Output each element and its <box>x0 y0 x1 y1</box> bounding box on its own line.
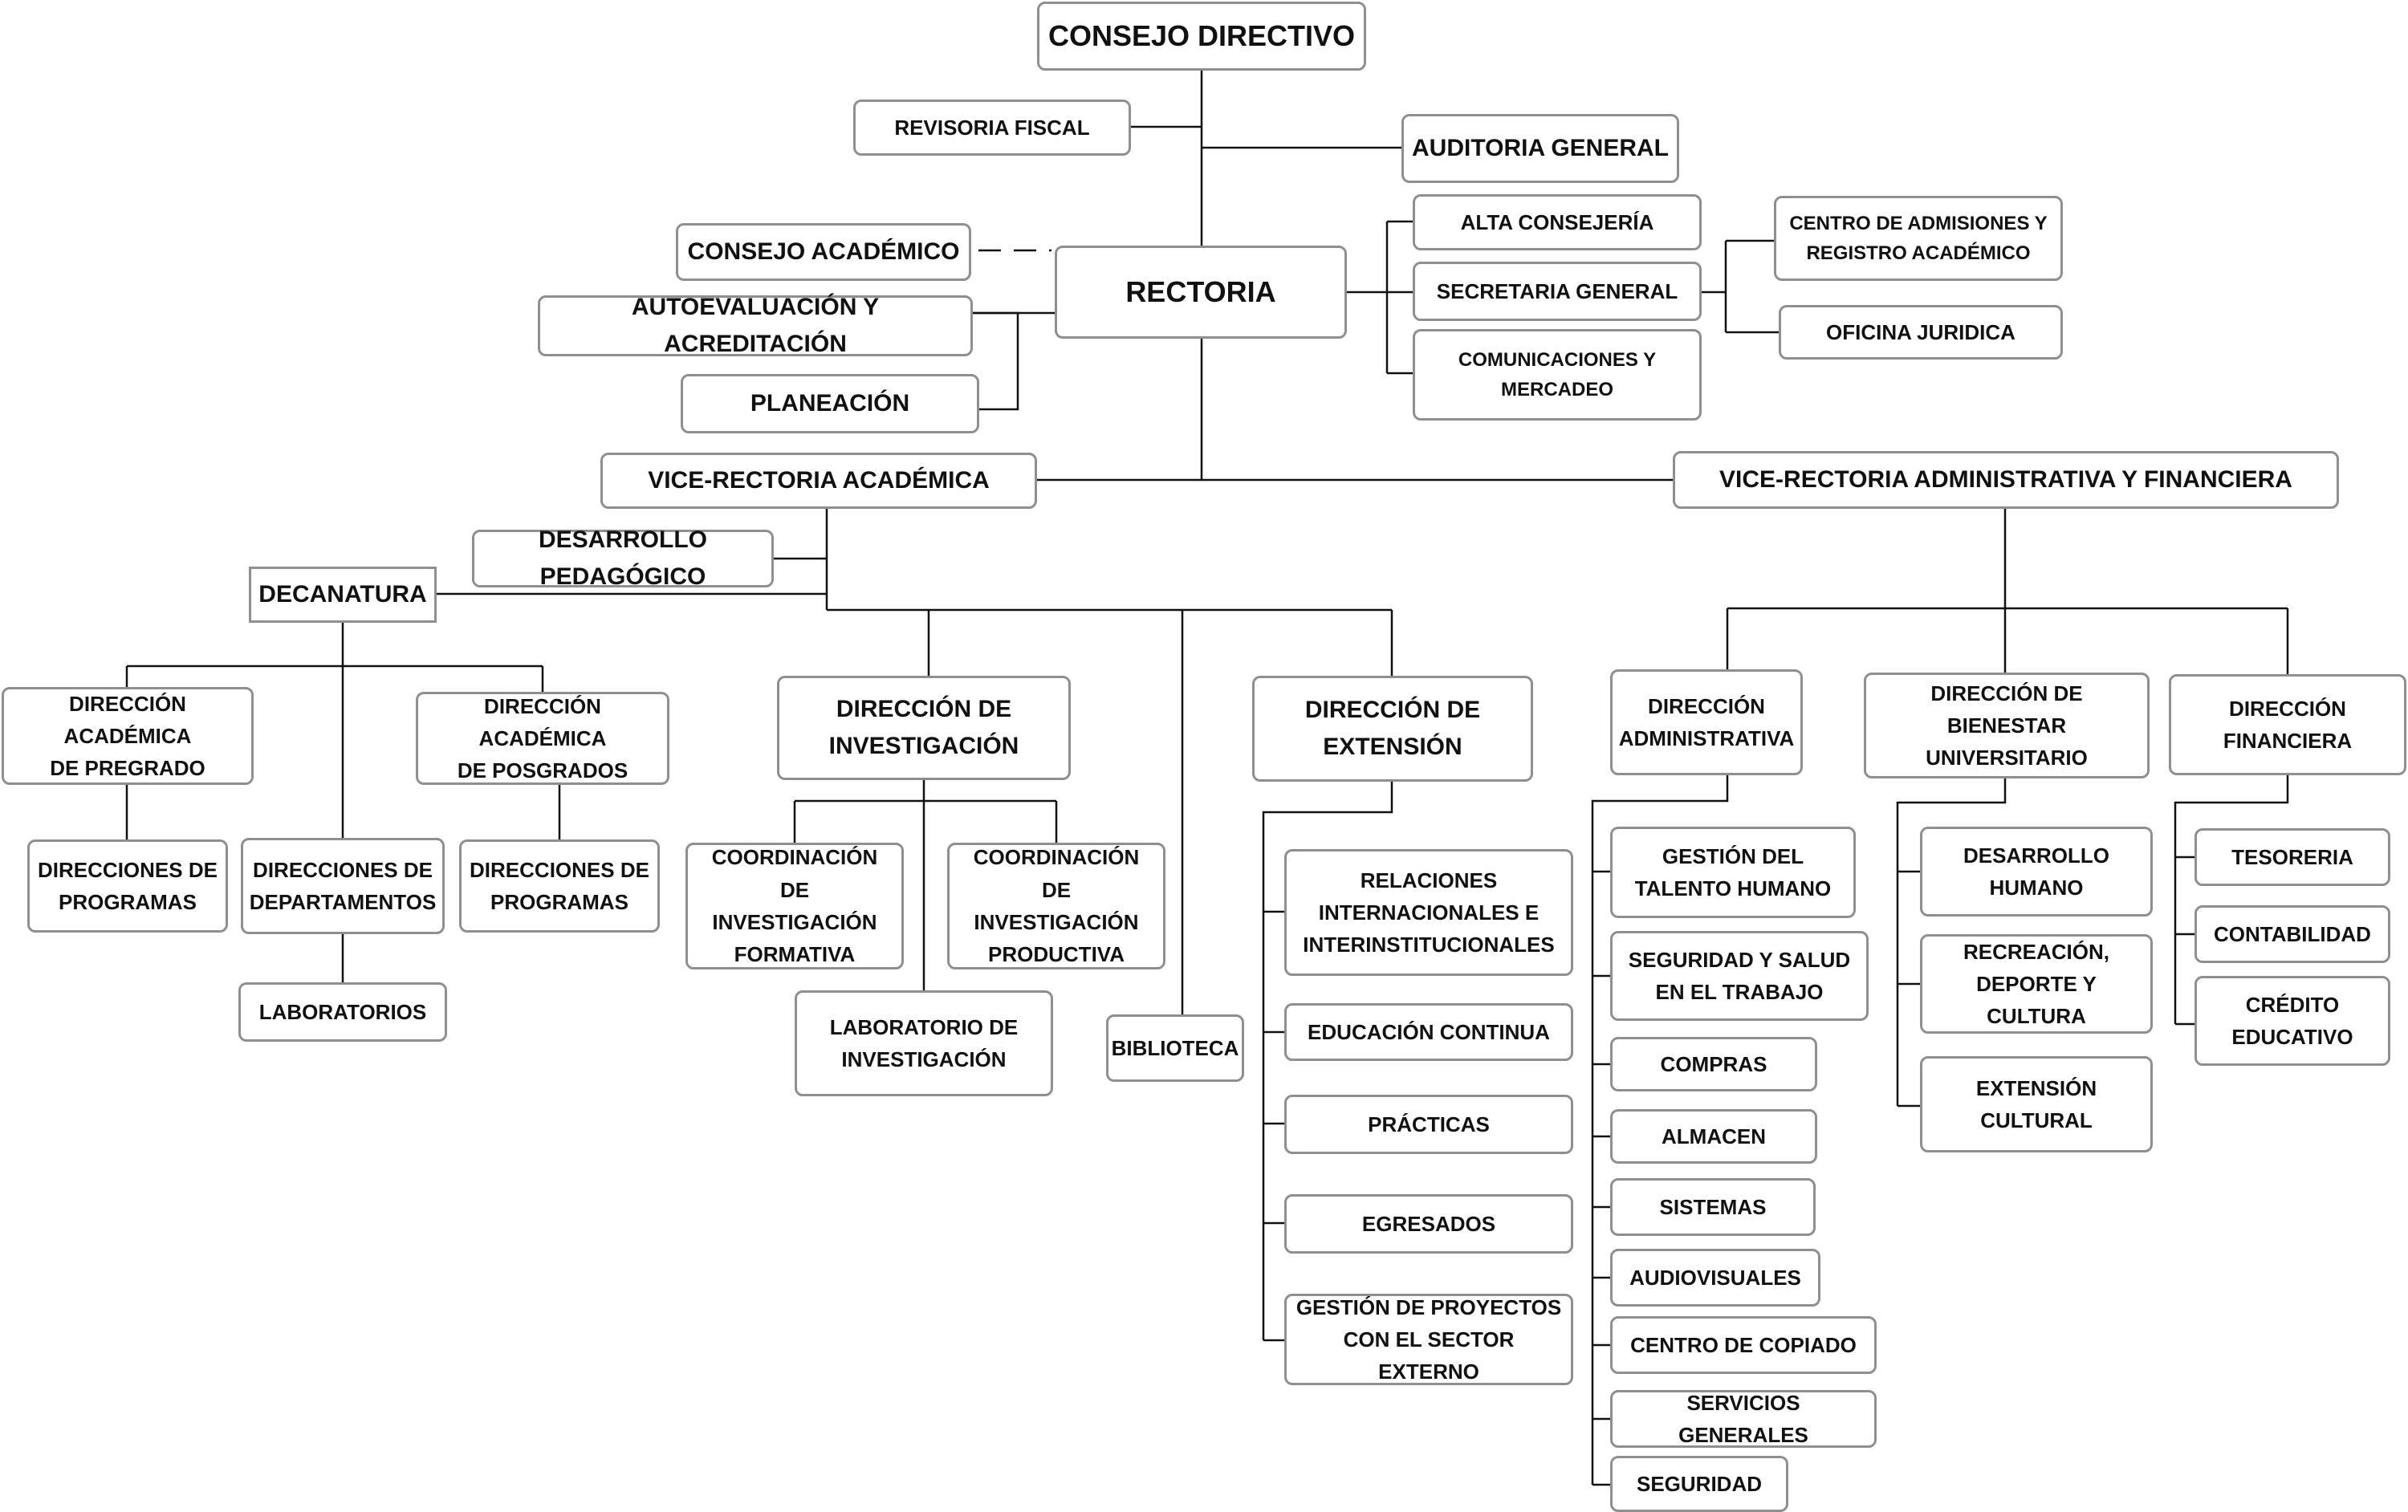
alta-consejeria-box: ALTA CONSEJERÍA <box>1413 194 1702 250</box>
sistemas-box: SISTEMAS <box>1610 1178 1816 1236</box>
laboratorio-investigacion-box: LABORATORIO DE INVESTIGACIÓN <box>795 990 1053 1096</box>
credito-educativo-box: CRÉDITO EDUCATIVO <box>2194 976 2390 1066</box>
connector <box>973 311 1019 411</box>
direccion-administrativa-box: DIRECCIÓN ADMINISTRATIVA <box>1610 669 1803 775</box>
direccion-extension-box: DIRECCIÓN DE EXTENSIÓN <box>1252 676 1533 782</box>
tesoreria-box: TESORERIA <box>2194 828 2390 886</box>
direccion-bienestar-box: DIRECCIÓN DE BIENESTAR UNIVERSITARIO <box>1864 673 2150 778</box>
auditoria-general-box: AUDITORIA GENERAL <box>1401 114 1679 183</box>
autoevaluacion-acreditacion-box: AUTOEVALUACIÓN Y ACREDITACIÓN <box>538 294 973 357</box>
egresados-box: EGRESADOS <box>1284 1194 1573 1254</box>
relaciones-internacionales-box: RELACIONES INTERNACIONALES E INTERINSTIT… <box>1284 849 1573 976</box>
recreacion-deporte-cultura-box: RECREACIÓN, DEPORTE Y CULTURA <box>1920 934 2153 1034</box>
consejo-academico-box: CONSEJO ACADÉMICO <box>676 223 971 281</box>
direccion-posgrados-box: DIRECCIÓN ACADÉMICA DE POSGRADOS <box>416 692 669 785</box>
seguridad-salud-trabajo-box: SEGURIDAD Y SALUD EN EL TRABAJO <box>1610 931 1869 1021</box>
coordinacion-productiva-box: COORDINACIÓN DE INVESTIGACIÓN PRODUCTIVA <box>947 843 1165 969</box>
vicerrectoria-academica-box: VICE-RECTORIA ACADÉMICA <box>600 453 1037 509</box>
connector <box>1262 782 1393 1340</box>
direccion-financiera-box: DIRECCIÓN FINANCIERA <box>2169 674 2406 775</box>
desarrollo-pedagogico-box: DESARROLLO PEDAGÓGICO <box>472 526 774 590</box>
extension-cultural-box: EXTENSIÓN CULTURAL <box>1920 1056 2153 1152</box>
direcciones-programas-2-box: DIRECCIONES DE PROGRAMAS <box>459 839 660 933</box>
vicerrectoria-administrativa-box: VICE-RECTORIA ADMINISTRATIVA Y FINANCIER… <box>1673 451 2339 509</box>
biblioteca-box: BIBLIOTECA <box>1106 1014 1244 1082</box>
desarrollo-humano-box: DESARROLLO HUMANO <box>1920 827 2153 917</box>
revisoria-fiscal-box: REVISORIA FISCAL <box>853 100 1131 156</box>
connector <box>2174 775 2289 1024</box>
comunicaciones-mercadeo-box: COMUNICACIONES Y MERCADEO <box>1413 329 1702 421</box>
centro-admisiones-box: CENTRO DE ADMISIONES Y REGISTRO ACADÉMIC… <box>1774 196 2063 281</box>
coordinacion-formativa-box: COORDINACIÓN DE INVESTIGACIÓN FORMATIVA <box>685 843 904 969</box>
secretaria-general-box: SECRETARIA GENERAL <box>1413 262 1702 321</box>
direccion-pregrado-box: DIRECCIÓN ACADÉMICA DE PREGRADO <box>2 687 254 785</box>
gestion-talento-humano-box: GESTIÓN DEL TALENTO HUMANO <box>1610 827 1856 918</box>
servicios-generales-box: SERVICIOS GENERALES <box>1610 1390 1877 1448</box>
laboratorios-box: LABORATORIOS <box>238 982 447 1042</box>
educacion-continua-box: EDUCACIÓN CONTINUA <box>1284 1003 1573 1061</box>
centro-copiado-box: CENTRO DE COPIADO <box>1610 1316 1877 1374</box>
connector <box>1896 778 2007 1106</box>
rectoria-box: RECTORIA <box>1055 246 1347 339</box>
seguridad-box: SEGURIDAD <box>1610 1456 1788 1512</box>
planeacion-box: PLANEACIÓN <box>681 374 979 433</box>
oficina-juridica-box: OFICINA JURIDICA <box>1779 305 2063 360</box>
contabilidad-box: CONTABILIDAD <box>2194 905 2390 963</box>
direcciones-departamentos-box: DIRECCIONES DE DEPARTAMENTOS <box>241 838 445 934</box>
direcciones-programas-1-box: DIRECCIONES DE PROGRAMAS <box>27 839 228 933</box>
almacen-box: ALMACEN <box>1610 1109 1817 1164</box>
connector <box>1591 775 1729 1485</box>
compras-box: COMPRAS <box>1610 1037 1817 1091</box>
practicas-box: PRÁCTICAS <box>1284 1095 1573 1154</box>
gestion-proyectos-box: GESTIÓN DE PROYECTOS CON EL SECTOR EXTER… <box>1284 1294 1573 1385</box>
direccion-investigacion-box: DIRECCIÓN DE INVESTIGACIÓN <box>777 676 1071 780</box>
consejo-directivo-box: CONSEJO DIRECTIVO <box>1037 2 1366 71</box>
audiovisuales-box: AUDIOVISUALES <box>1610 1249 1820 1307</box>
decanatura-box: DECANATURA <box>249 567 437 623</box>
